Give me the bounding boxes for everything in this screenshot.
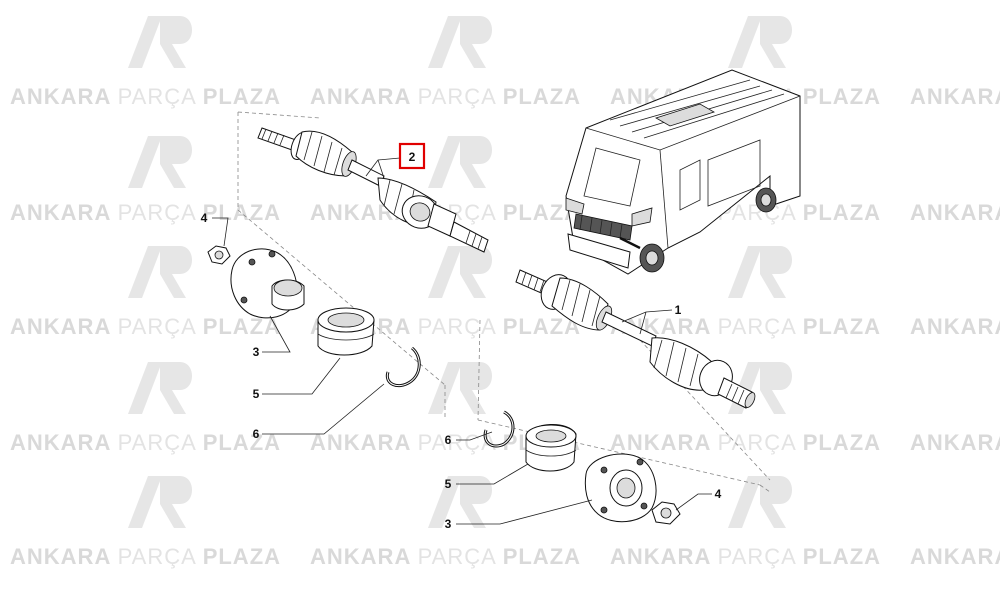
left-group-outline [237, 111, 446, 420]
right-snap-ring [483, 410, 515, 448]
watermark-brand-text: ANKARA PARÇA PLAZA [610, 544, 881, 569]
callout-left-bearing[interactable]: 5 [253, 387, 260, 401]
callout-right-shaft[interactable]: 1 [675, 303, 682, 317]
right-group-outline [477, 319, 771, 493]
left-snap-ring [385, 346, 421, 388]
right-wheel-bearing [525, 423, 577, 472]
watermark-brand-text: ANKARA PARÇA PLAZA [910, 314, 1000, 339]
right-nut [651, 501, 681, 525]
watermark-logo-icon [128, 16, 192, 68]
callout-right-hub[interactable]: 3 [445, 517, 452, 531]
leader-lines [212, 157, 712, 525]
callout-right-bearing[interactable]: 5 [445, 477, 452, 491]
watermark-brand-text: ANKARA PARÇA PLAZA [610, 430, 881, 455]
right-drive-shaft [515, 269, 756, 409]
watermark-brand-text: ANKARA PARÇA PLAZA [610, 314, 881, 339]
callout-left-nut[interactable]: 4 [201, 211, 208, 225]
van-illustration [565, 69, 801, 275]
watermark-logo-icon [428, 246, 492, 298]
watermark-logo-icon [428, 136, 492, 188]
watermark-logo-icon [728, 476, 792, 528]
callout-right-ring[interactable]: 6 [445, 433, 452, 447]
watermark-brand-text: ANKARA PARÇA PLAZA [310, 84, 581, 109]
watermark-brand-text: ANKARA PARÇA PLAZA [910, 200, 1000, 225]
left-drive-shaft [257, 127, 489, 253]
highlight-box [398, 142, 426, 170]
left-nut [207, 245, 231, 265]
callout-right-nut[interactable]: 4 [715, 487, 722, 501]
watermark-brand-text: ANKARA PARÇA PLAZA [10, 430, 281, 455]
callout-left-ring[interactable]: 6 [253, 427, 260, 441]
watermark-logo-icon [428, 476, 492, 528]
left-wheel-bearing [317, 307, 375, 356]
watermark-logo-icon [128, 476, 192, 528]
watermark-brand-text: ANKARA PARÇA PLAZA [10, 200, 281, 225]
watermark-logo-icon [428, 16, 492, 68]
watermark-brand-text: ANKARA PARÇA PLAZA [910, 84, 1000, 109]
watermark-text: ANKARA PARÇA PLAZA ANKARA PARÇA PLAZA ANKA… [10, 84, 1000, 569]
watermark-logo-icon [128, 246, 192, 298]
watermark-brand-text: ANKARA PARÇA PLAZA [910, 430, 1000, 455]
watermark-logo-icon [728, 246, 792, 298]
watermark-logo-icon [428, 362, 492, 414]
watermark-logo-icon [128, 362, 192, 414]
watermark-brand-text: ANKARA PARÇA PLAZA [10, 544, 281, 569]
right-hub-flange [584, 453, 657, 523]
callout-left-hub[interactable]: 3 [253, 345, 260, 359]
callout-left-shaft[interactable]: 2 [409, 150, 416, 164]
watermark-brand-text: ANKARA PARÇA PLAZA [10, 314, 281, 339]
watermark-brand-text: ANKARA PARÇA PLAZA [10, 84, 281, 109]
watermark-brand-text: ANKARA PARÇA PLAZA [310, 544, 581, 569]
left-hub-flange [230, 248, 305, 319]
watermark-logo-icon [728, 16, 792, 68]
watermark-brand-text: ANKARA PARÇA PLAZA [910, 544, 1000, 569]
watermark-logo-icon [128, 136, 192, 188]
